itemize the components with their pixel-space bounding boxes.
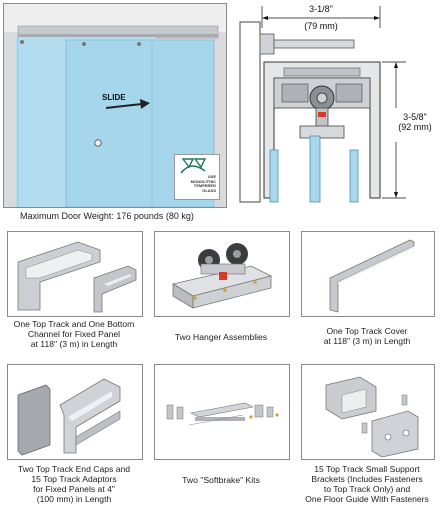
track-channel-icon xyxy=(17,241,137,313)
product-image-softbrake-kits xyxy=(154,364,290,460)
product-image-track-cover xyxy=(301,231,435,317)
cross-section-svg xyxy=(239,6,406,203)
slide-label: SLIDE xyxy=(102,93,126,102)
product-image-support-brackets xyxy=(301,364,435,460)
caption-track-cover: One Top Track Cover at 118" (3 m) in Len… xyxy=(323,326,411,346)
caption-support-brackets: 15 Top Track Small Support Brackets (Inc… xyxy=(305,464,429,504)
softbrake-kit-icon xyxy=(166,402,279,426)
track-cover-icon xyxy=(329,239,415,313)
width-dimension: 3-1/8" xyxy=(309,4,333,14)
caption-end-caps-adaptors: Two Top Track End Caps and 15 Top Track … xyxy=(17,464,131,504)
tempered-glass-badge: USE MONOLITHIC TEMPERED GLASS xyxy=(174,154,220,200)
caption-track-channel: One Top Track and One Bottom Channel for… xyxy=(13,319,135,349)
product-image-track-channel xyxy=(7,231,143,317)
caption-softbrake-kits: Two "Softbrake" Kits xyxy=(182,475,260,485)
height-dimension: 3-5/8" (92 mm) xyxy=(398,112,432,132)
badge-text: USE MONOLITHIC TEMPERED GLASS xyxy=(190,174,216,193)
width-dimension-mm: (79 mm) xyxy=(304,21,338,31)
max-door-weight: Maximum Door Weight: 176 pounds (80 kg) xyxy=(20,211,194,221)
glass-logo-icon xyxy=(180,158,207,174)
hanger-assembly-icon xyxy=(171,243,273,309)
sliding-door-scene xyxy=(4,4,226,207)
caption-hanger-assemblies: Two Hanger Assemblies xyxy=(174,332,268,342)
support-bracket-icon xyxy=(325,376,419,458)
track-cross-section-diagram: 3-1/8" (79 mm) 3-5/8" (92 mm) xyxy=(230,0,440,225)
product-image-hanger-assemblies xyxy=(154,231,290,317)
end-caps-adaptors-icon xyxy=(17,378,121,456)
hero-door-illustration: SLIDE USE MONOLITHIC TEMPERED GLASS xyxy=(3,3,227,208)
product-image-end-caps-adaptors xyxy=(7,364,143,460)
